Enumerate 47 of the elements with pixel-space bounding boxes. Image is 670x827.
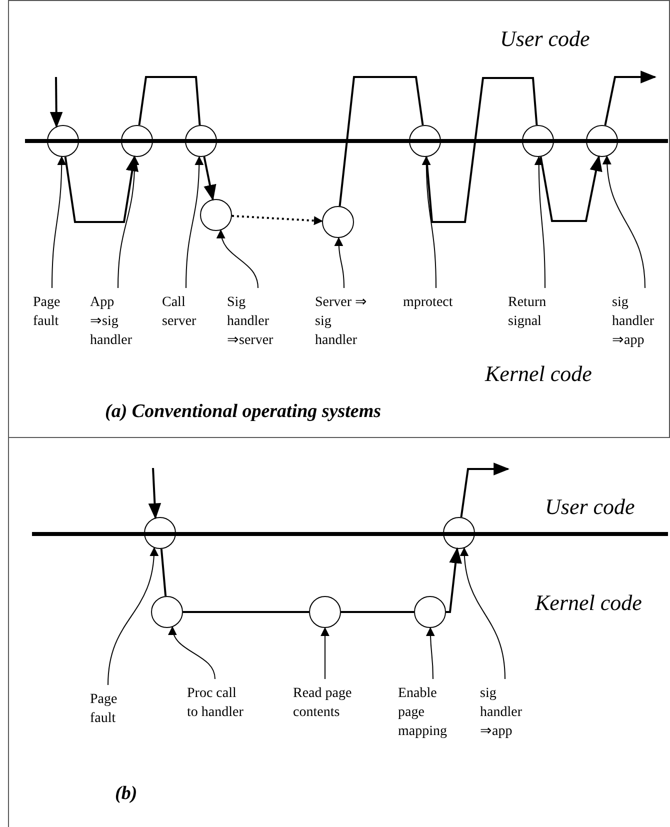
trajectory-line (64, 155, 138, 223)
trajectory-line (341, 611, 414, 613)
leader-line (534, 156, 546, 288)
event-label: App ⇒sig handler (90, 293, 145, 350)
event-label: Proc call to handler (187, 684, 249, 722)
leader-line (426, 627, 435, 680)
event-label: Server ⇒ sig handler (315, 293, 373, 350)
panel-caption: (b) (115, 782, 138, 806)
leader-line (602, 155, 646, 288)
event-label: sig handler ⇒app (480, 684, 535, 741)
trajectory-line (203, 156, 216, 201)
layer-label: User code (545, 493, 635, 521)
trajectory-line (138, 76, 201, 126)
leader-line (118, 156, 140, 288)
leader-line (422, 156, 436, 288)
panel-caption: (a) Conventional operating systems (105, 400, 382, 424)
trajectory-line (460, 462, 510, 518)
trajectory-line (446, 547, 462, 613)
dotted-arrow (232, 214, 323, 226)
leader-line (334, 237, 344, 288)
leader-line (186, 156, 204, 288)
leader-line (52, 156, 66, 288)
event-label: sig handler ⇒app (612, 293, 667, 350)
trajectory-line (148, 468, 162, 520)
trajectory-line (425, 77, 538, 223)
trajectory-line (540, 155, 602, 222)
layer-label: Kernel code (535, 589, 642, 617)
event-label: Page fault (90, 690, 135, 728)
event-label: Read page contents (293, 684, 355, 722)
layer-label: User code (500, 25, 590, 53)
leader-line (169, 626, 216, 680)
event-label: Return signal (508, 293, 560, 331)
event-label: Sig handler ⇒server (227, 293, 289, 350)
trajectory-line (50, 76, 63, 128)
leader-line (108, 547, 158, 686)
event-label: Page fault (33, 293, 78, 331)
leader-line (320, 627, 330, 680)
trajectory-line (183, 611, 309, 613)
trajectory-line (338, 76, 424, 206)
trajectory-line (604, 70, 657, 126)
layer-label: Kernel code (485, 360, 592, 388)
leader-line (217, 229, 258, 288)
trajectory-line (160, 548, 167, 596)
event-label: Call server (162, 293, 210, 331)
event-label: Enable page mapping (398, 684, 460, 741)
leader-line (460, 547, 506, 680)
event-label: mprotect (403, 293, 471, 312)
